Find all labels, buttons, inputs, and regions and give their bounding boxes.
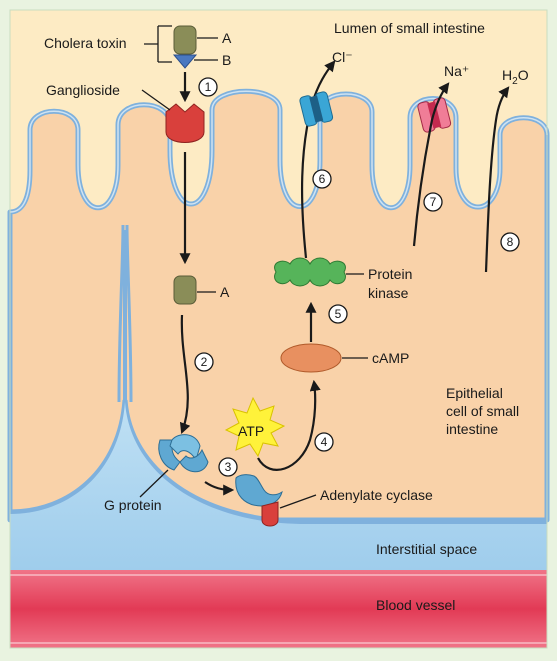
atp-burst (224, 396, 286, 458)
water-label: H2O (502, 67, 529, 87)
subunit-a-label: A (222, 30, 232, 46)
interstitial-fill (10, 402, 547, 570)
g-protein (158, 434, 209, 473)
blood-vessel-label: Blood vessel (376, 597, 455, 613)
step-7-circle (423, 192, 443, 212)
step-7-number: 7 (430, 195, 437, 209)
epithelial-label-3: intestine (446, 421, 498, 437)
step-8-circle (500, 232, 520, 252)
ganglioside-leader (141, 89, 171, 111)
arrow-step-8 (484, 86, 510, 273)
ganglioside-label: Ganglioside (46, 82, 120, 98)
step-1-circle (198, 77, 218, 97)
step-3-number: 3 (225, 460, 232, 474)
adenylate-cyclase (235, 474, 283, 527)
step-8-number: 8 (507, 235, 514, 249)
camp-label: cAMP (372, 350, 409, 366)
epithelial-label-2: cell of small (446, 403, 519, 419)
step-4-circle (314, 432, 334, 452)
chloride-channel (299, 91, 334, 127)
step-5-circle (328, 304, 348, 324)
free-subunit-a (173, 275, 197, 305)
cholera-toxin (172, 25, 198, 69)
g-protein-leader (139, 469, 169, 498)
adenylate-cyclase-leader (279, 494, 317, 509)
adenylate-cyclase-label: Adenylate cyclase (320, 487, 433, 503)
free-a-label: A (220, 284, 230, 300)
arrow-step-3 (204, 481, 235, 496)
subunit-b-label: B (222, 52, 231, 68)
toxin-subunit-a (173, 25, 197, 55)
protein-kinase-label-2: kinase (368, 285, 409, 301)
sodium-label: Na⁺ (444, 63, 469, 79)
arrow-step-4 (257, 379, 321, 471)
atp-label: ATP (238, 423, 264, 439)
protein-kinase (274, 257, 346, 287)
toxin-bracket (144, 25, 172, 63)
step-2-number: 2 (201, 355, 208, 369)
g-protein-label: G protein (104, 497, 162, 513)
protein-kinase-label-1: Protein (368, 266, 412, 282)
cholera-toxin-label: Cholera toxin (44, 35, 127, 51)
frame-border (9, 9, 548, 649)
step-6-circle (312, 169, 332, 189)
cell-junction-left (117, 224, 125, 403)
step-5-number: 5 (335, 307, 342, 321)
step-3-circle (218, 457, 238, 477)
toxin-subunit-b (172, 54, 198, 69)
step-1-number: 1 (205, 80, 212, 94)
blood-vessel (10, 570, 547, 648)
membrane-inner-line (9, 90, 548, 213)
basal-membrane (9, 399, 547, 525)
chloride-label: Cl⁻ (332, 49, 353, 65)
interstitial-label: Interstitial space (376, 541, 477, 557)
lumen-label: Lumen of small intestine (334, 20, 485, 36)
arrow-step-7 (412, 82, 450, 247)
camp-molecule (280, 343, 342, 373)
ganglioside (165, 103, 205, 143)
cell-junction-right (125, 224, 133, 403)
arrow-step-2 (179, 314, 191, 435)
step-2-circle (194, 352, 214, 372)
step-4-number: 4 (321, 435, 328, 449)
epithelial-label-1: Epithelial (446, 385, 503, 401)
step-6-number: 6 (319, 172, 326, 186)
